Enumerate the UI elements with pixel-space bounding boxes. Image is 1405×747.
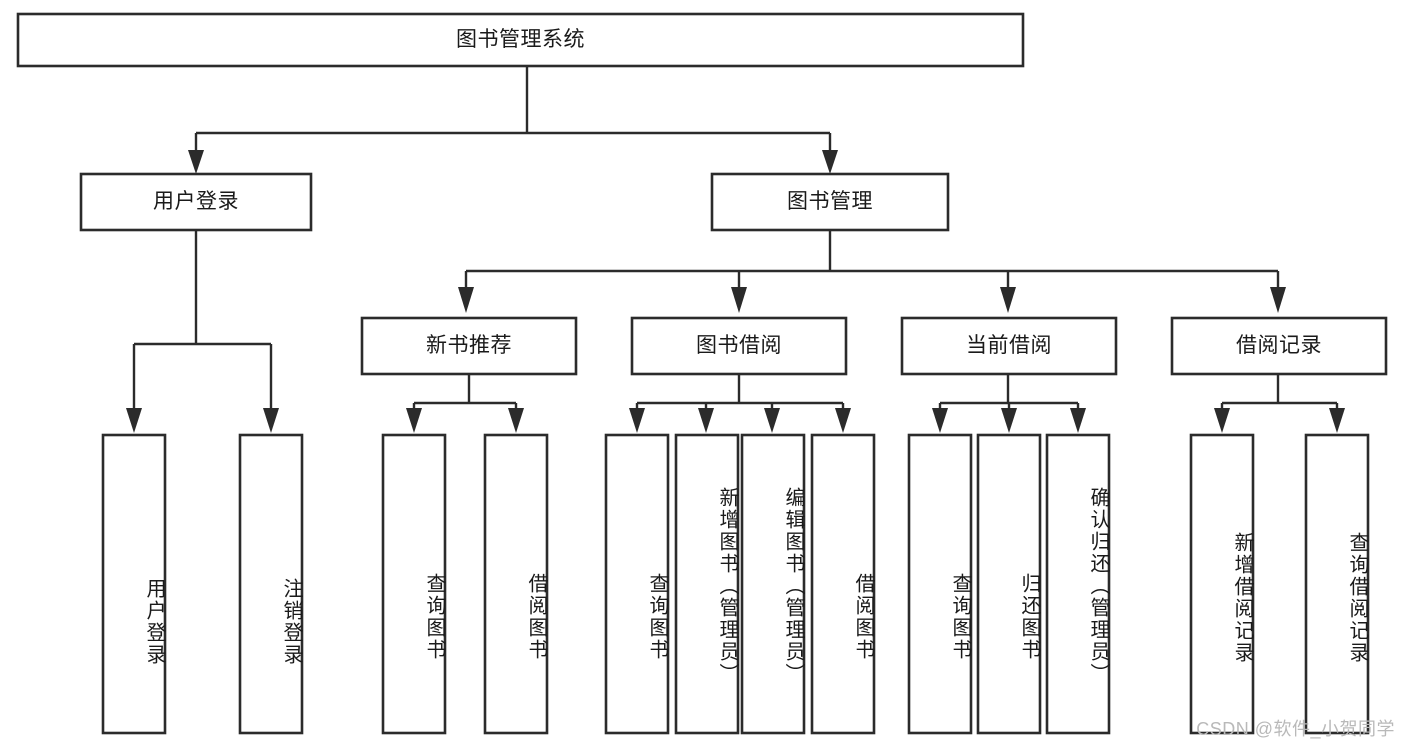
node-leaf-query-book-2-box[interactable] — [604, 433, 670, 735]
node-user-login-box[interactable] — [79, 172, 313, 232]
arrowhead-current-borrow — [1000, 287, 1016, 313]
arrowhead-book-borrow — [731, 287, 747, 313]
node-leaf-query-book-1-box[interactable] — [381, 433, 447, 735]
node-leaf-borrow-book-2-box[interactable] — [810, 433, 876, 735]
arrowhead-leaf-return-book — [1001, 408, 1017, 433]
arrowhead-leaf-user-login — [126, 408, 142, 433]
node-leaf-logout-login-box[interactable] — [238, 433, 304, 735]
node-book-borrow-box[interactable] — [630, 316, 848, 376]
arrowhead-leaf-add-record — [1214, 408, 1230, 433]
node-book-management-box[interactable] — [710, 172, 950, 232]
arrowhead-leaf-edit-book — [764, 408, 780, 433]
arrowhead-leaf-query-book-2 — [629, 408, 645, 433]
arrowhead-leaf-borrow-book-2 — [835, 408, 851, 433]
node-current-borrow-box[interactable] — [900, 316, 1118, 376]
arrowhead-leaf-query-book-1 — [406, 408, 422, 433]
node-root-box[interactable] — [16, 12, 1025, 68]
node-new-book-recommend-box[interactable] — [360, 316, 578, 376]
arrowhead-leaf-logout-login — [263, 408, 279, 433]
arrowhead-leaf-query-book-3 — [932, 408, 948, 433]
node-leaf-edit-book-box[interactable] — [740, 433, 806, 735]
node-leaf-user-login-box[interactable] — [101, 433, 167, 735]
csdn-watermark: CSDN @软件_小贺同学 — [1196, 719, 1395, 739]
node-leaf-add-book-box[interactable] — [674, 433, 740, 735]
arrowhead-borrow-record — [1270, 287, 1286, 313]
arrowhead-leaf-add-book — [698, 408, 714, 433]
node-borrow-record-box[interactable] — [1170, 316, 1388, 376]
arrowhead-leaf-query-record — [1329, 408, 1345, 433]
node-leaf-borrow-book-1-box[interactable] — [483, 433, 549, 735]
node-leaf-query-book-3-box[interactable] — [907, 433, 973, 735]
node-leaf-add-record-box[interactable] — [1189, 433, 1255, 735]
arrowhead-user-login — [188, 150, 204, 174]
arrowhead-leaf-confirm-return — [1070, 408, 1086, 433]
arrowhead-new-book-recommend — [458, 287, 474, 313]
arrowhead-leaf-borrow-book-1 — [508, 408, 524, 433]
node-leaf-confirm-return-box[interactable] — [1045, 433, 1111, 735]
arrowhead-book-management — [822, 150, 838, 174]
node-leaf-return-book-box[interactable] — [976, 433, 1042, 735]
node-leaf-query-record-box[interactable] — [1304, 433, 1370, 735]
